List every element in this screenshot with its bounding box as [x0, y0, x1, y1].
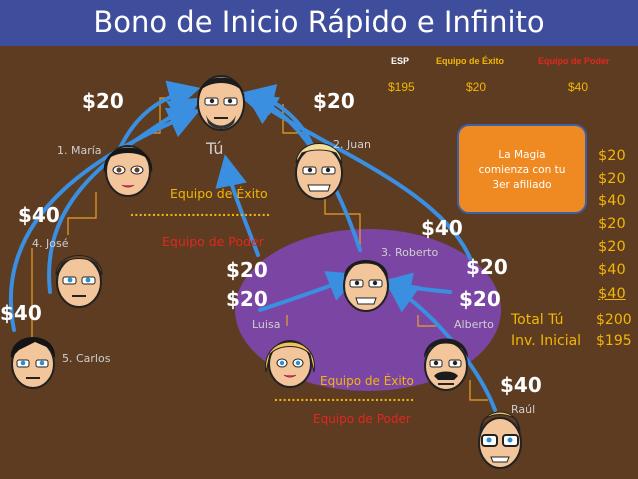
team-divider-dots-2: ................................ — [274, 388, 415, 404]
column-value-1: $20 — [598, 148, 626, 164]
column-value-5: $20 — [598, 239, 626, 255]
arrow-luisa-tu — [215, 154, 260, 257]
amount-alberto-top: $20 — [466, 255, 508, 279]
label-tu: Tú — [206, 139, 224, 158]
column-value-4: $20 — [598, 216, 626, 232]
team-exito-label-2: Equipo de Éxito — [320, 374, 414, 388]
label-jose: 4. José — [32, 237, 69, 250]
initial-investment-label: Inv. Inicial — [511, 333, 582, 349]
total-label: Total Tú — [511, 312, 564, 328]
table-header-esp: ESP — [391, 56, 410, 66]
column-value-2: $20 — [598, 171, 626, 187]
initial-investment-value: $195 — [596, 333, 632, 349]
team-exito-label: Equipo de Éxito — [170, 186, 268, 201]
table-value-poder: $40 — [568, 80, 589, 94]
label-roberto: 3. Roberto — [381, 246, 439, 259]
bearded-face-icon — [424, 338, 468, 391]
label-carlos: 5. Carlos — [62, 352, 111, 365]
table-header-exito: Equipo de Éxito — [436, 56, 505, 66]
magic-text: La Magia comienza con tu 3er afiliado — [478, 149, 566, 191]
column-value-6: $40 — [598, 262, 626, 278]
amount-alberto-bottom: $20 — [459, 287, 501, 311]
blond-male-face-icon — [295, 143, 343, 200]
label-alberto: Alberto — [454, 318, 494, 331]
amount-raul: $40 — [500, 373, 542, 397]
blonde-female-face-icon — [265, 340, 315, 388]
label-juan: 2. Juan — [333, 138, 371, 151]
arrow-luisa-roberto — [258, 271, 360, 312]
label-luisa: Luisa — [252, 318, 281, 331]
table-header-poder: Equipo de Poder — [538, 56, 610, 66]
label-raul: Raúl — [511, 403, 536, 416]
amount-carlos: $40 — [0, 301, 42, 325]
team-poder-label-2: Equipo de Poder — [313, 412, 411, 426]
amount-luisa-top: $20 — [226, 258, 268, 282]
column-value-3: $40 — [598, 193, 626, 209]
column-value-7: $40 — [598, 286, 626, 302]
slide-title: Bono de Inicio Rápido e Infinito — [93, 5, 545, 39]
female-face-icon — [103, 145, 153, 197]
amount-jose: $40 — [18, 203, 60, 227]
amount-roberto: $40 — [421, 216, 463, 240]
team-divider-dots: ................................ — [130, 203, 271, 219]
glasses-face-icon — [478, 411, 522, 469]
amount-juan: $20 — [313, 89, 355, 113]
male-face-icon — [197, 75, 245, 131]
arrow-alberto-tu — [244, 93, 472, 260]
table-value-exito: $20 — [466, 80, 487, 94]
team-poder-label: Equipo de Poder — [162, 234, 264, 249]
magic-callout: La Magia comienza con tu 3er afiliado — [457, 124, 587, 214]
arrow-jose — [47, 97, 202, 294]
amount-maria: $20 — [82, 89, 124, 113]
amount-luisa-bottom: $20 — [226, 287, 268, 311]
arrow-carlos — [8, 107, 201, 332]
label-maria: 1. María — [57, 144, 102, 157]
table-value-esp: $195 — [388, 80, 415, 94]
dark-hair-face-icon — [10, 337, 56, 389]
total-value: $200 — [596, 312, 632, 328]
title-bar: Bono de Inicio Rápido e Infinito — [0, 0, 638, 46]
brown-hair-face-icon — [55, 255, 103, 308]
male-face-icon — [343, 260, 389, 312]
